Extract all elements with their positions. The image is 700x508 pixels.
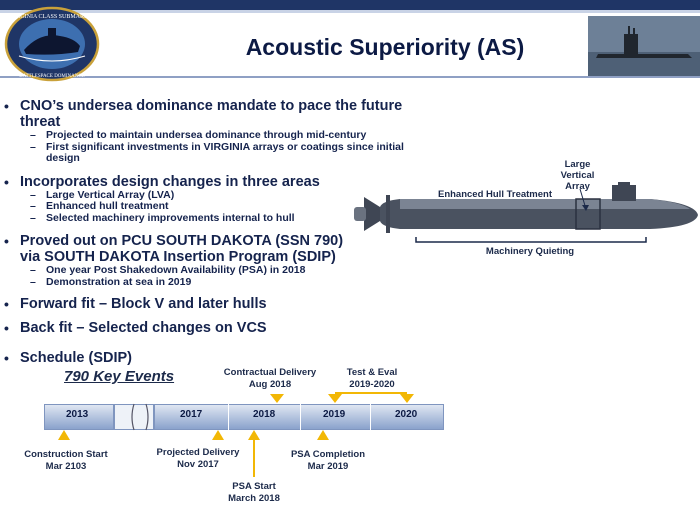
- year-label: 2017: [180, 409, 203, 420]
- submarine-silhouette: [354, 182, 698, 243]
- sub-bullet: –Demonstration at sea in 2019: [30, 275, 192, 288]
- sub-bullet: –Enhanced hull treatment: [30, 200, 169, 212]
- timeline-title: 790 Key Events: [64, 368, 175, 385]
- sub-bullet: –First significant investments in VIRGIN…: [30, 140, 404, 164]
- timeline-bar: [154, 404, 444, 430]
- submarine-diagram: Large Vertical Array Enhanced Hull Treat…: [350, 155, 700, 265]
- bullet-item: •Incorporates design changes in three ar…: [4, 173, 320, 190]
- event-psa-start: PSA Start March 2018: [228, 481, 280, 504]
- header-divider: [0, 76, 700, 78]
- header-bar: [0, 0, 700, 10]
- year-divider: [228, 404, 229, 430]
- svg-text:VIRGINIA CLASS SUBMARINE: VIRGINIA CLASS SUBMARINE: [10, 14, 94, 20]
- label-large-vertical-array: Large Vertical Array: [560, 159, 595, 192]
- bullet-item: •CNO’s undersea dominance mandate to pac…: [4, 98, 403, 130]
- year-label: 2020: [395, 409, 418, 420]
- sub-bullet: –Large Vertical Array (LVA): [30, 188, 175, 201]
- header-stripe: [0, 10, 700, 13]
- page-title: Acoustic Superiority (AS): [245, 34, 525, 60]
- bullet-item: •Forward fit – Block V and later hulls: [4, 296, 267, 312]
- event-construction-start: Construction Start Mar 2103: [24, 449, 108, 472]
- virginia-class-logo: VIRGINIA CLASS SUBMARINE BATTLESPACE DOM…: [4, 6, 100, 82]
- timeline-break: [131, 403, 149, 431]
- timeline: 790 Key Events 2013 2017 2018 2019 2020 …: [0, 360, 700, 508]
- sub-bullet: –One year Post Shakedown Availability (P…: [30, 264, 306, 276]
- year-label: 2019: [323, 409, 346, 420]
- bullet-item: •Schedule (SDIP): [4, 350, 132, 366]
- event-contractual-delivery: Contractual Delivery Aug 2018: [223, 367, 317, 390]
- svg-text:BATTLESPACE DOMINANCE: BATTLESPACE DOMINANCE: [19, 74, 85, 79]
- label-enhanced-hull-treatment: Enhanced Hull Treatment: [437, 189, 553, 200]
- label-machinery-quieting: Machinery Quieting: [485, 246, 575, 257]
- bullet-item: •Back fit – Selected changes on VCS: [4, 320, 267, 336]
- event-projected-delivery: Projected Delivery Nov 2017: [156, 447, 240, 470]
- year-label: 2013: [66, 409, 89, 420]
- timeline-bar: [44, 404, 114, 430]
- sub-bullet: –Projected to maintain undersea dominanc…: [30, 129, 367, 141]
- timeline-markers: [58, 392, 414, 477]
- year-divider: [370, 404, 371, 430]
- year-label: 2018: [253, 409, 276, 420]
- event-test-eval: Test & Eval 2019-2020: [346, 367, 398, 390]
- submarine-photo: [588, 16, 700, 76]
- event-psa-completion: PSA Completion Mar 2019: [290, 449, 366, 472]
- sub-bullet: –Selected machinery improvements interna…: [30, 211, 295, 224]
- bullet-item: •Proved out on PCU SOUTH DAKOTA (SSN 790…: [4, 233, 344, 265]
- bullet-list: •CNO’s undersea dominance mandate to pac…: [4, 98, 444, 366]
- year-divider: [300, 404, 301, 430]
